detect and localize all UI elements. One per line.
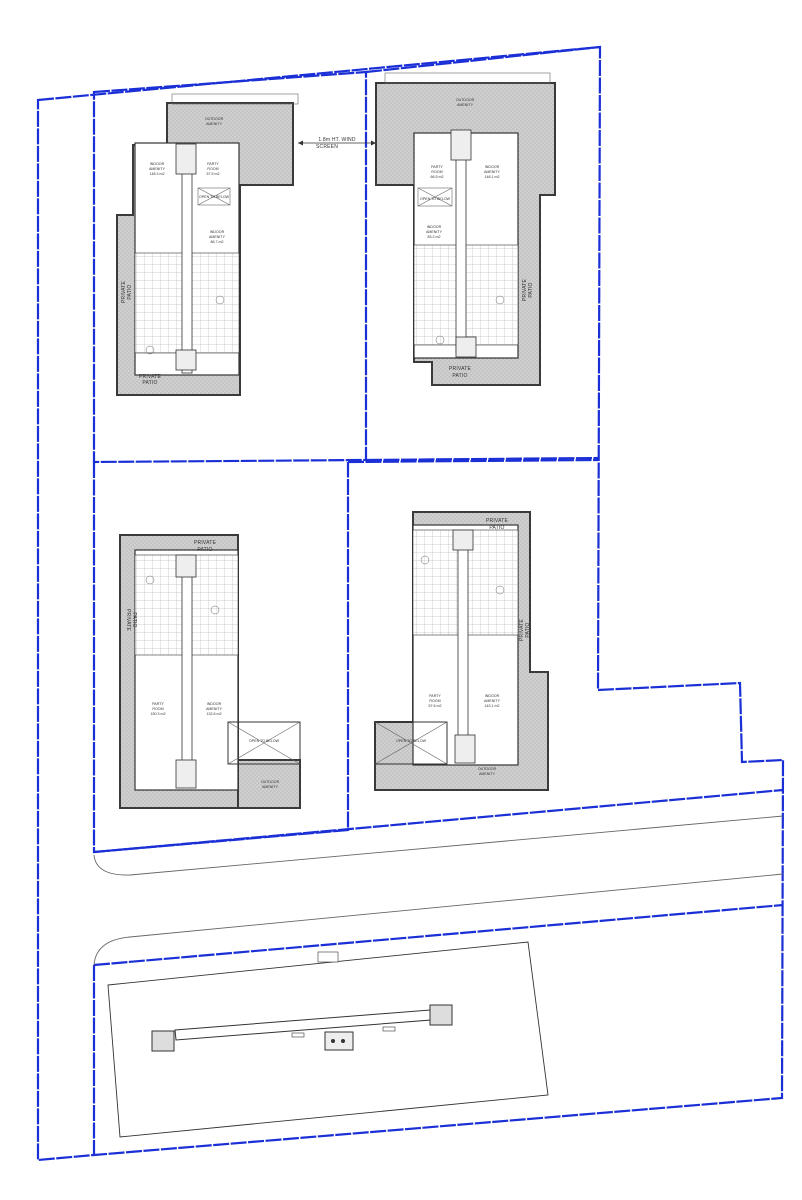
opening-label: OPEN TO BELOW bbox=[199, 195, 230, 199]
property-lines bbox=[36, 45, 785, 1162]
curb-lower bbox=[93, 873, 784, 966]
lower-block bbox=[107, 941, 549, 1138]
wind-screen-label: SCREEN bbox=[316, 144, 338, 150]
room-label: PARTY bbox=[431, 165, 443, 169]
room-label: PARTY bbox=[207, 162, 219, 166]
lower-block-outline bbox=[107, 941, 549, 1138]
room-label: INDOOR bbox=[427, 225, 442, 229]
patio-label: PATIO bbox=[489, 525, 504, 531]
building-bottom-left: PARTY ROOM 150.3 m2 INDOOR AMENITY 132.6… bbox=[119, 534, 301, 809]
patio-label: PRIVATE bbox=[125, 609, 131, 632]
room-label: PARTY bbox=[152, 702, 164, 706]
patio-label: PRIVATE bbox=[519, 619, 525, 642]
opening-label: OPEN TO BELOW bbox=[420, 197, 451, 201]
room-sub: AMENITY bbox=[149, 167, 166, 171]
building-top-left: INDOOR AMENITY 148.3 m2 PARTY ROOM 57.5 … bbox=[116, 93, 299, 396]
room-area: 57.5 m2 bbox=[207, 172, 220, 176]
outdoor-label: OUTDOOR bbox=[261, 780, 280, 784]
stair-core bbox=[429, 1004, 453, 1026]
stair-core bbox=[151, 1030, 175, 1052]
room-sub: AMENITY bbox=[484, 699, 501, 703]
patio-label: PATIO bbox=[131, 612, 137, 627]
wind-screen-label: 1.8m HT. WIND bbox=[318, 137, 356, 143]
patio-label: PATIO bbox=[525, 622, 531, 637]
room-sub: AMENITY bbox=[206, 707, 223, 711]
outdoor-label: OUTDOOR bbox=[478, 767, 497, 771]
room-area: 150.3 m2 bbox=[151, 712, 166, 716]
outdoor-label: OUTDOOR bbox=[205, 117, 224, 121]
outdoor-label: OUTDOOR bbox=[456, 98, 475, 102]
room-area: 132.6 m2 bbox=[207, 712, 222, 716]
room-sub: AMENITY bbox=[426, 230, 443, 234]
patio-label: PATIO bbox=[127, 284, 133, 299]
outer-property-line bbox=[36, 45, 785, 1162]
room-label: PARTY bbox=[429, 694, 441, 698]
room-area: 148.1 m2 bbox=[485, 175, 500, 179]
patio-label: PRIVATE bbox=[449, 366, 472, 372]
room-area: 148.3 m2 bbox=[150, 172, 165, 176]
room-sub: AMENITY bbox=[484, 170, 501, 174]
room-label: INDOOR bbox=[207, 702, 222, 706]
room-sub: ROOM bbox=[431, 170, 442, 174]
outdoor-sub: AMENITY bbox=[206, 122, 223, 126]
street-edge-line bbox=[93, 788, 784, 854]
room-sub: ROOM bbox=[207, 167, 218, 171]
patio-label: PATIO bbox=[452, 373, 467, 379]
room-label: INDOOR bbox=[150, 162, 165, 166]
patio-label: PRIVATE bbox=[522, 279, 528, 302]
building-top-right: PARTY ROOM 66.5 m2 INDOOR AMENITY 148.1 … bbox=[375, 72, 556, 386]
patio-label: PRIVATE bbox=[121, 281, 127, 304]
room-label: INDOOR bbox=[210, 230, 225, 234]
curb-upper bbox=[93, 815, 784, 876]
lower-lot-line bbox=[92, 903, 784, 1155]
patio-label: PRIVATE bbox=[194, 540, 217, 546]
outdoor-sub: AMENITY bbox=[262, 785, 279, 789]
opening-label: OPEN TO BELOW bbox=[396, 739, 427, 743]
room-label: INDOOR bbox=[485, 694, 500, 698]
room-label: INDOOR bbox=[485, 165, 500, 169]
room-area: 86.7 m2 bbox=[211, 240, 224, 244]
upper-lot-line-right bbox=[365, 45, 601, 462]
wind-screen-dimension: 1.8m HT. WIND SCREEN bbox=[298, 137, 376, 150]
outdoor-sub: AMENITY bbox=[457, 103, 474, 107]
building-bottom-right: PARTY ROOM 57.6 m2 INDOOR AMENITY 143.1 … bbox=[374, 511, 549, 791]
elevator-core bbox=[324, 1031, 354, 1051]
road-curbs bbox=[93, 815, 784, 966]
patio-label: PATIO bbox=[142, 380, 157, 386]
room-area: 83.2 m2 bbox=[428, 235, 441, 239]
patio-label: PATIO bbox=[528, 282, 534, 297]
patio-label: PATIO bbox=[197, 547, 212, 553]
patio-label: PRIVATE bbox=[486, 518, 509, 524]
room-sub: AMENITY bbox=[209, 235, 226, 239]
room-sub: ROOM bbox=[152, 707, 163, 711]
room-area: 143.1 m2 bbox=[485, 704, 500, 708]
room-area: 66.5 m2 bbox=[431, 175, 444, 179]
opening-label: OPEN TO BELOW bbox=[249, 739, 280, 743]
room-sub: ROOM bbox=[429, 699, 440, 703]
room-area: 57.6 m2 bbox=[429, 704, 442, 708]
patio-label: PRIVATE bbox=[139, 374, 162, 380]
outdoor-sub: AMENITY bbox=[479, 772, 496, 776]
